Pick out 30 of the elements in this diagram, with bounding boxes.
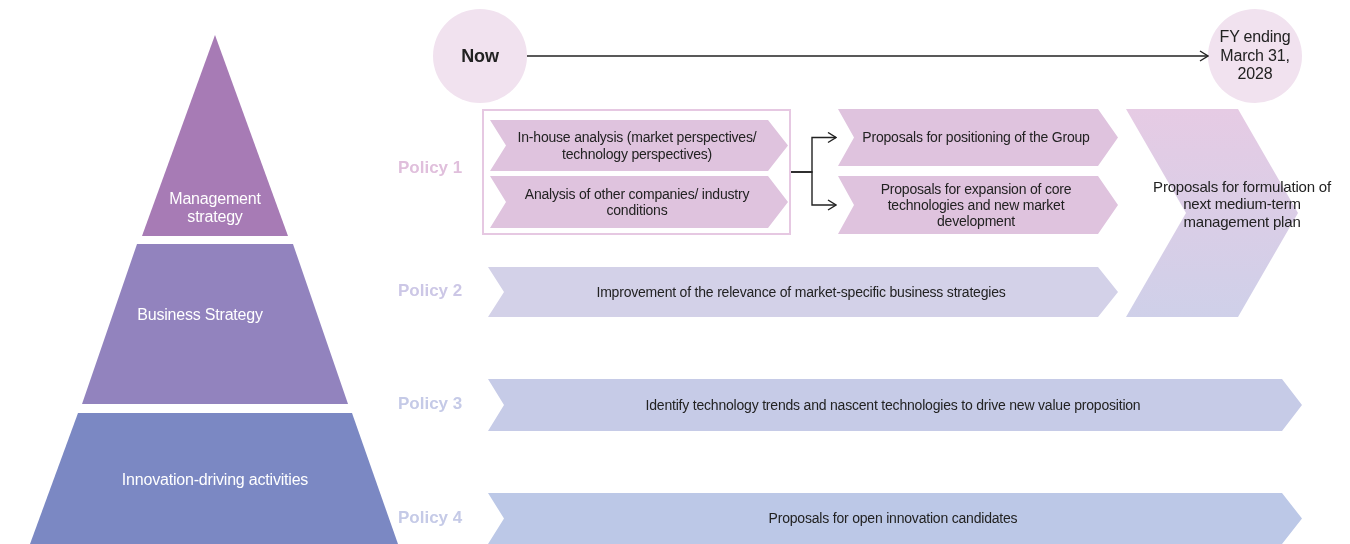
milestone-label: Now — [461, 45, 499, 67]
chevron-box — [488, 379, 1302, 431]
step-label: Improvement of the relevance of market-specific business strategies — [596, 283, 1006, 301]
step-label: Proposals for formulation of next medium-term management plan — [1152, 178, 1333, 230]
step-label: Proposals for open innovation candidates — [768, 510, 1018, 527]
policy-group-box — [482, 109, 791, 235]
chevron-box — [488, 493, 1302, 544]
chevron-box — [838, 176, 1118, 234]
step-label: Identify technology trends and nascent technologies to drive new value proposition — [645, 396, 1141, 414]
arrow — [526, 50, 1209, 62]
policy-label: Policy 3 — [398, 394, 463, 414]
tier-label: Innovation-driving activities — [121, 470, 309, 490]
arrow — [790, 171, 837, 211]
milestone-circle — [1208, 9, 1302, 103]
chevron-box — [838, 109, 1118, 166]
chevron-box — [490, 120, 788, 171]
chevron-box — [490, 176, 788, 228]
tier-label: Management strategy — [168, 189, 262, 227]
policy-label: Policy 1 — [398, 158, 463, 178]
step-label: Analysis of other companies/ industry conditions — [523, 185, 751, 219]
step-label: In-house analysis (market perspectives/ technology perspectives) — [516, 129, 758, 162]
chevron-box — [488, 267, 1118, 317]
pyramid-tier — [30, 413, 398, 544]
policy-label: Policy 4 — [398, 508, 463, 528]
tier-label: Business Strategy — [137, 305, 263, 325]
milestone-circle — [433, 9, 527, 103]
step-label: Proposals for expansion of core technologies and new market development — [879, 180, 1073, 230]
step-label: Proposals for positioning of the Group — [862, 129, 1090, 146]
policy-label: Policy 2 — [398, 281, 463, 301]
milestone-label: FY ending March 31, 2028 — [1218, 28, 1292, 84]
